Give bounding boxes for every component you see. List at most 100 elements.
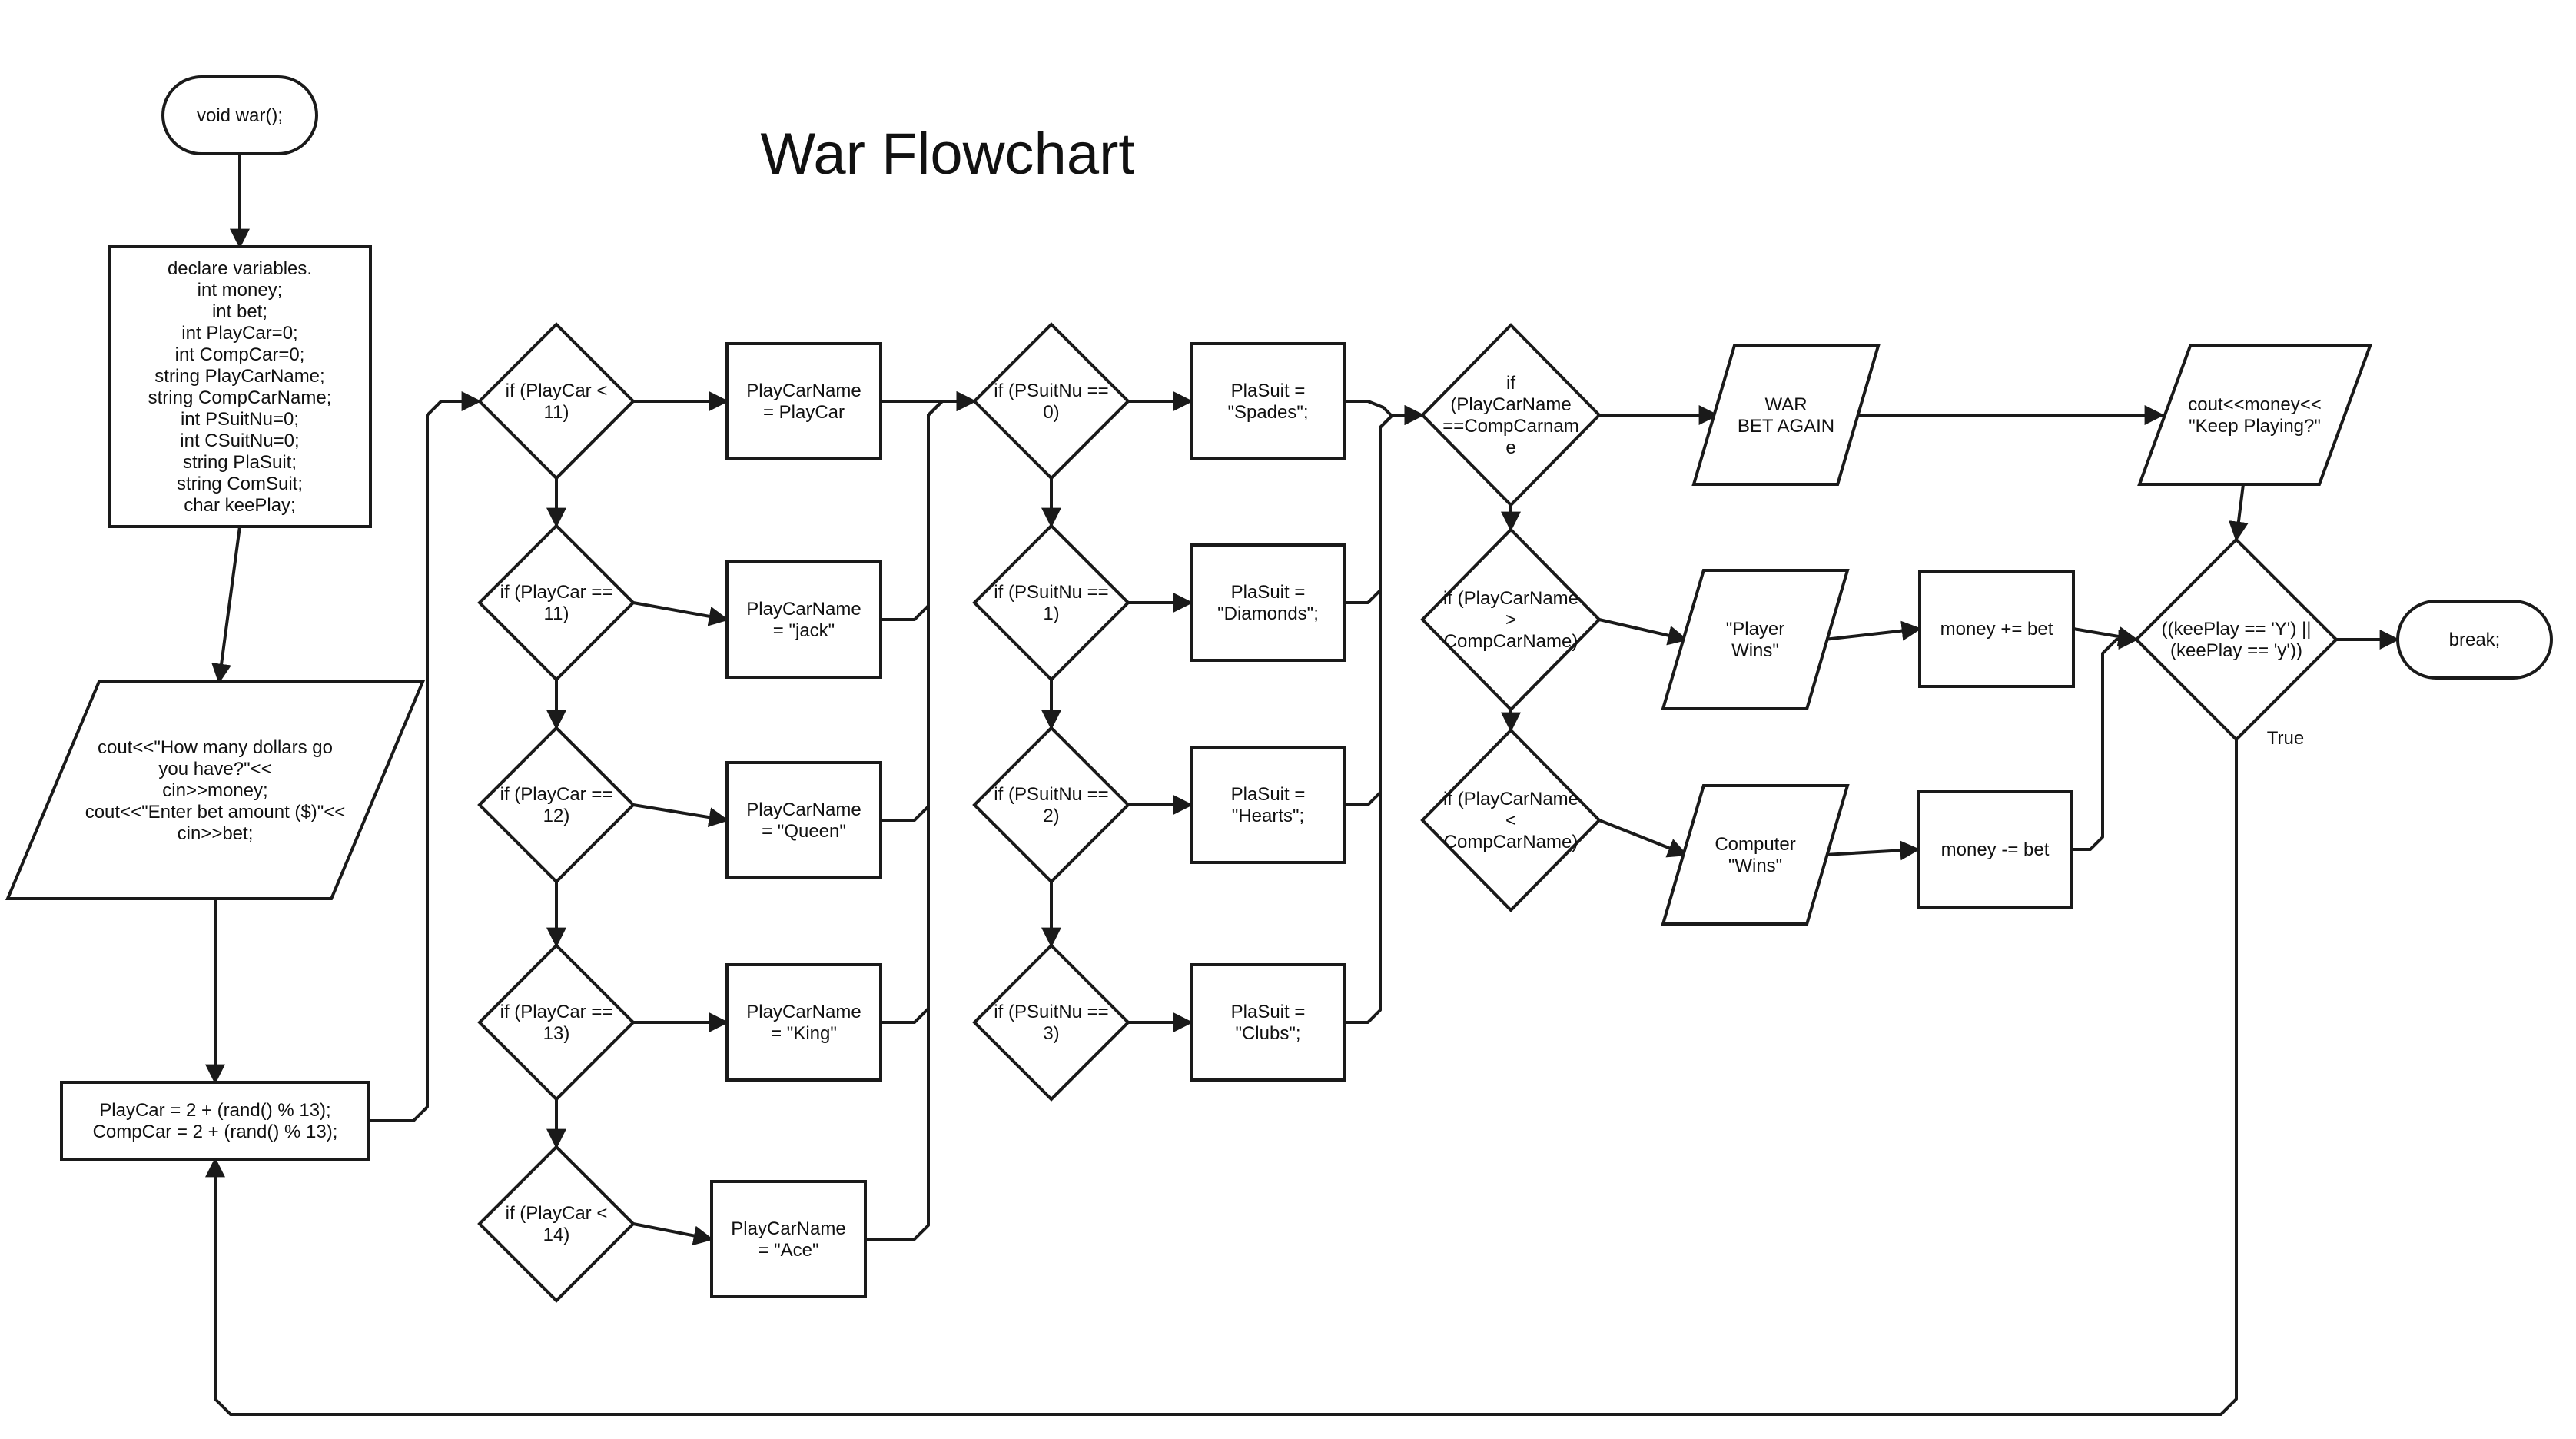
node-end-shape — [2396, 600, 2553, 680]
node-d_pc12-shape — [477, 726, 636, 884]
node-d_lt-label: if (PlayCarName<CompCarName) — [1443, 789, 1578, 852]
node-n_pc: PlayCarName= PlayCar — [725, 342, 882, 460]
node-d_lt-shape — [1420, 728, 1602, 912]
diagram-title: War Flowchart — [760, 121, 1134, 187]
node-o_comp-label: Computer"Wins" — [1715, 834, 1795, 876]
node-declare-line: string PlayCarName; — [154, 366, 324, 387]
node-d_pc14-line: if (PlayCar < — [506, 1203, 608, 1224]
node-o_player-shape — [1661, 569, 1850, 710]
node-d_gt: if (PlayCarName>CompCarName) — [1420, 527, 1602, 712]
node-d_lt-line: if (PlayCarName — [1443, 789, 1578, 809]
node-d_ps2: if (PSuitNu ==2) — [972, 726, 1130, 884]
edge-d_pc11e-to-n_jack — [632, 601, 729, 626]
node-start-line: void war(); — [197, 105, 283, 126]
node-d_ps2-shape — [972, 726, 1130, 884]
node-n_pc-line: PlayCarName — [746, 381, 861, 401]
node-d_pc11-label: if (PlayCar <11) — [506, 381, 608, 423]
node-input-line: you have?"<< — [158, 759, 271, 779]
node-d_ps0-line: if (PSuitNu == — [994, 381, 1108, 401]
node-n_king-line: = "King" — [771, 1023, 837, 1044]
node-o_keep-line: cout<<money<< — [2188, 394, 2321, 415]
node-n_queen-line: = "Queen" — [762, 821, 846, 842]
node-end: break; — [2396, 600, 2553, 680]
node-n_pc-label: PlayCarName= PlayCar — [746, 381, 861, 423]
node-declare-line: char keePlay; — [184, 495, 295, 516]
node-declare-shape — [108, 245, 372, 528]
node-input-line: cin>>bet; — [178, 823, 254, 844]
edge-d_pc14-to-n_ace — [632, 1222, 714, 1246]
edge-s_clubs-to-d_eq — [1343, 405, 1425, 1024]
node-rand-shape — [60, 1081, 370, 1161]
node-s_spades: PlaSuit ="Spades"; — [1190, 342, 1346, 460]
node-d_ps1-line: 1) — [1043, 603, 1059, 624]
node-declare-line: int money; — [198, 280, 283, 301]
node-m_minus: money -= bet — [1917, 790, 2073, 909]
node-n_king-label: PlayCarName= "King" — [746, 1002, 861, 1044]
node-d_gt-line: if (PlayCarName — [1443, 588, 1578, 609]
node-n_ace: PlayCarName= "Ace" — [710, 1180, 867, 1298]
node-o_player-line: "Player — [1726, 619, 1785, 640]
node-s_diamonds-shape — [1190, 543, 1346, 662]
node-m_plus-label: money += bet — [1940, 619, 2053, 640]
node-d_eq-shape — [1420, 323, 1602, 507]
node-d_ps0-line: 0) — [1043, 402, 1059, 423]
node-o_war-shape — [1691, 344, 1881, 486]
node-s_hearts: PlaSuit ="Hearts"; — [1190, 746, 1346, 864]
node-d_ps0: if (PSuitNu ==0) — [972, 322, 1130, 480]
node-o_keep-label: cout<<money<<"Keep Playing?" — [2188, 394, 2321, 437]
edge-d_gt-to-o_player — [1598, 618, 1688, 646]
node-d_pc14: if (PlayCar <14) — [477, 1145, 636, 1303]
node-d_ps1: if (PSuitNu ==1) — [972, 523, 1130, 682]
edge-s_spades-to-d_eq — [1343, 400, 1425, 425]
node-s_diamonds-line: "Diamonds"; — [1217, 603, 1319, 624]
node-rand-line: PlayCar = 2 + (rand() % 13); — [99, 1100, 330, 1121]
node-d_pc12-label: if (PlayCar ==12) — [500, 784, 613, 826]
node-d_gt-shape — [1420, 527, 1602, 712]
node-d_eq-line: if — [1506, 373, 1515, 394]
node-d_pc12-line: 12) — [543, 806, 570, 826]
node-d_pc11-line: 11) — [544, 402, 569, 423]
node-m_plus-line: money += bet — [1940, 619, 2053, 640]
node-d_ps1-label: if (PSuitNu ==1) — [994, 582, 1108, 624]
edge-o_player-to-m_plus — [1823, 620, 1922, 641]
node-d_ps0-label: if (PSuitNu ==0) — [994, 381, 1108, 423]
node-m_minus-line: money -= bet — [1941, 839, 2050, 860]
node-d_gt-label: if (PlayCarName>CompCarName) — [1443, 588, 1578, 652]
node-input-line: cin>>money; — [162, 780, 267, 801]
node-n_king: PlayCarName= "King" — [725, 963, 882, 1082]
node-n_ace-line: PlayCarName — [731, 1218, 845, 1239]
node-d_ps3-line: 3) — [1043, 1023, 1059, 1044]
node-d_pc11-shape — [477, 322, 636, 480]
node-s_hearts-label: PlaSuit ="Hearts"; — [1231, 784, 1306, 826]
node-o_comp-line: "Wins" — [1728, 856, 1782, 876]
node-m_minus-shape — [1917, 790, 2073, 909]
node-o_comp-shape — [1661, 784, 1850, 926]
node-s_diamonds-line: PlaSuit = — [1231, 582, 1306, 603]
node-d_ps1-line: if (PSuitNu == — [994, 582, 1108, 603]
node-n_jack-line: PlayCarName — [746, 599, 861, 620]
node-d_pc11: if (PlayCar <11) — [477, 322, 636, 480]
node-d_pc12: if (PlayCar ==12) — [477, 726, 636, 884]
node-d_ps0-shape — [972, 322, 1130, 480]
edge-d_pc12-to-n_queen — [632, 803, 729, 828]
node-n_jack: PlayCarName= "jack" — [725, 560, 882, 679]
node-d_lt: if (PlayCarName<CompCarName) — [1420, 728, 1602, 912]
node-m_minus-label: money -= bet — [1941, 839, 2050, 860]
node-d_ps2-label: if (PSuitNu ==2) — [994, 784, 1108, 826]
node-declare-line: int PlayCar=0; — [181, 323, 297, 344]
node-o_comp: Computer"Wins" — [1661, 784, 1850, 926]
node-start-label: void war(); — [197, 105, 283, 126]
node-declare-line: int CompCar=0; — [175, 344, 305, 365]
node-d_ps3-label: if (PSuitNu ==3) — [994, 1002, 1108, 1044]
node-d_pc11e-label: if (PlayCar ==11) — [500, 582, 613, 624]
node-s_hearts-line: PlaSuit = — [1231, 784, 1306, 805]
